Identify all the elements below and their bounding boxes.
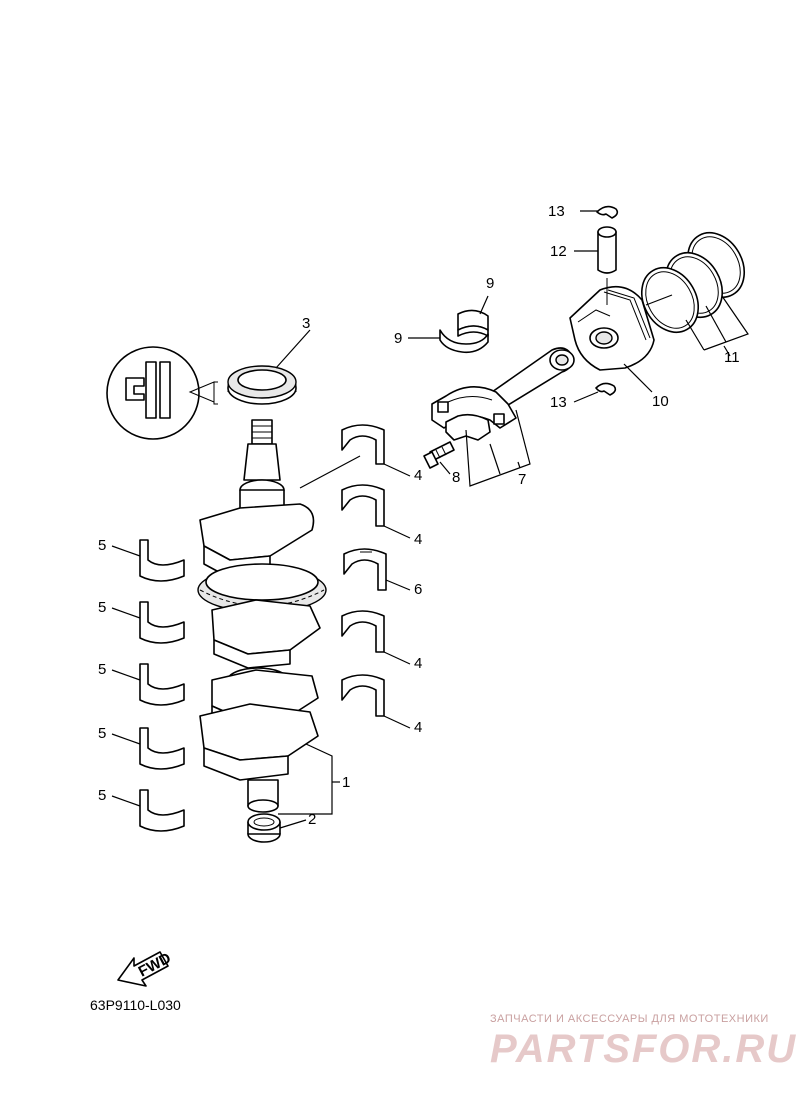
connecting-rod (431, 347, 575, 441)
label-6: 6 (414, 581, 422, 598)
main-bearing-lower-2 (139, 601, 185, 644)
label-4-b: 4 (414, 531, 422, 548)
main-bearing-lower-1 (139, 539, 185, 582)
label-5-e: 5 (98, 787, 106, 804)
conrod-bolt (423, 441, 455, 469)
thrust-bearing (343, 548, 387, 591)
label-3: 3 (302, 315, 310, 332)
callout-labels: 13 12 9 9 3 13 10 11 8 7 4 4 6 4 4 5 5 5… (98, 203, 740, 828)
crank-bushing (247, 813, 281, 843)
circlip-bottom (595, 382, 617, 396)
main-bearing-lower-3 (139, 663, 185, 706)
main-bearing-lower-4 (139, 727, 185, 770)
main-bearing-upper-3 (341, 610, 385, 653)
label-8: 8 (452, 469, 460, 486)
label-1: 1 (342, 774, 350, 791)
main-bearing-upper-1 (341, 424, 385, 465)
main-bearing-upper-2 (341, 484, 385, 527)
label-5-d: 5 (98, 725, 106, 742)
label-9-top: 9 (486, 275, 494, 292)
label-5-c: 5 (98, 661, 106, 678)
circlip-top (596, 205, 619, 219)
label-13-bottom: 13 (550, 394, 567, 411)
main-bearing-lower-5 (139, 789, 185, 832)
fwd-arrow-icon: FWD (117, 949, 174, 987)
main-bearing-upper-4 (341, 674, 385, 717)
piston (569, 285, 655, 371)
label-4-c: 4 (414, 655, 422, 672)
diagram-code: 63P9110-L030 (90, 997, 181, 1013)
label-13-top: 13 (548, 203, 565, 220)
label-5-b: 5 (98, 599, 106, 616)
watermark-brand: PARTSFOR.RU (490, 1027, 797, 1071)
piston-pin (597, 226, 617, 305)
conrod-bearing-lower (439, 329, 489, 354)
label-7: 7 (518, 471, 526, 488)
label-4-a: 4 (414, 467, 422, 484)
label-9-left: 9 (394, 330, 402, 347)
leader-lines (111, 210, 749, 829)
conrod-bearing-upper (457, 309, 489, 337)
label-2: 2 (308, 811, 316, 828)
watermark-tagline: ЗАПЧАСТИ И АКСЕССУАРЫ ДЛЯ МОТОТЕХНИКИ (490, 1013, 769, 1025)
label-4-d: 4 (414, 719, 422, 736)
seal-detail-callout (106, 346, 218, 440)
label-5-a: 5 (98, 537, 106, 554)
piston-rings (640, 232, 746, 333)
label-11: 11 (724, 349, 740, 366)
label-10: 10 (652, 393, 669, 410)
label-12: 12 (550, 243, 567, 260)
crankshaft (197, 419, 327, 813)
oil-seal (227, 365, 297, 405)
